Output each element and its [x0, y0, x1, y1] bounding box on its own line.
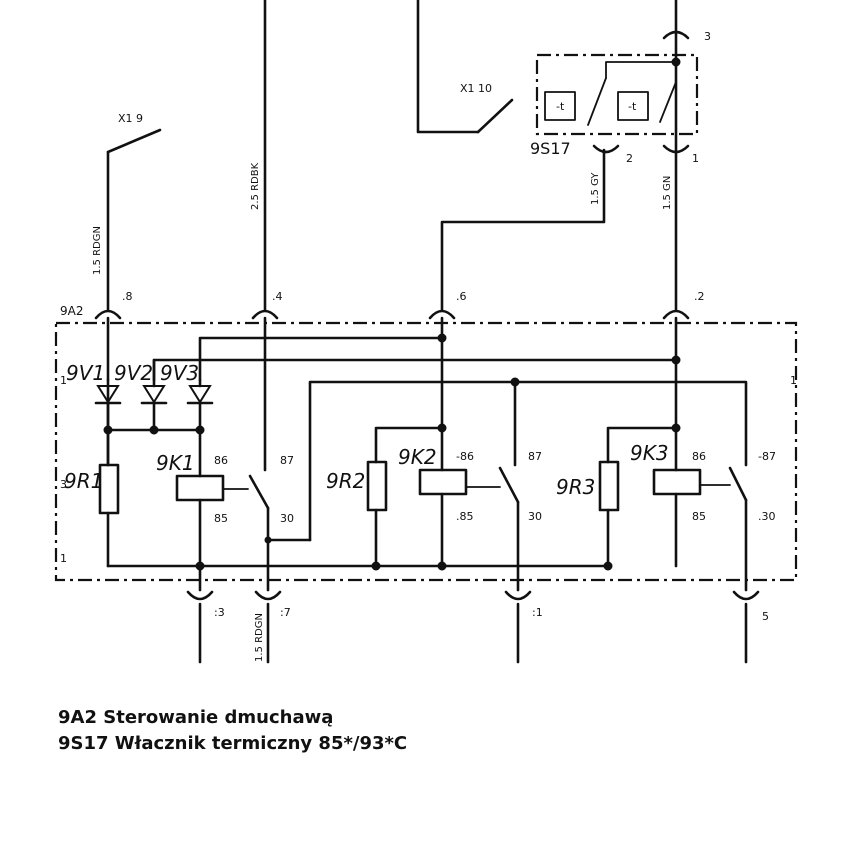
- switch-upper-left: [106, 128, 162, 154]
- junction-b3: [437, 561, 447, 571]
- connector-cup-p6: [428, 309, 456, 320]
- pin-p1: :1: [532, 606, 543, 619]
- junction-k1-30: [264, 536, 272, 544]
- relay-coil-9k1: [175, 474, 225, 502]
- junction-thermal: [671, 57, 681, 67]
- junction-b1: [195, 561, 205, 571]
- thermal-contact-2: [617, 91, 649, 121]
- control-unit-9a2-enclosure: [54, 321, 798, 582]
- relay-k2-contact: [498, 466, 520, 504]
- connector-cup-s1: [662, 144, 690, 154]
- wire-label-rdbk: 2.5 RDBK: [250, 162, 261, 210]
- junction-d2: [149, 425, 159, 435]
- diode-label-9v2: 9V2: [114, 361, 153, 385]
- connector-cup-p2: [662, 309, 690, 320]
- connector-cup-p7: [254, 590, 282, 601]
- k2-pin-86: -86: [456, 450, 474, 463]
- relay-label-9k3: 9K3: [630, 441, 669, 465]
- relay-k1-contact: [248, 474, 270, 510]
- legend-line-2: 9S17 Włacznik termiczny 85*/93*C: [58, 733, 408, 754]
- bus-87-line: [308, 380, 748, 542]
- junction-p2: [671, 355, 681, 365]
- diode-label-9v1: 9V1: [66, 361, 105, 385]
- wire-label-rdgn: 1.5 RDGN: [92, 226, 103, 275]
- relay-coil-9k3: [652, 468, 702, 496]
- k1-pin-85: 85: [214, 512, 228, 525]
- side-mark-left-top: 1: [60, 374, 67, 387]
- thermal-contact-1-mark: -t: [556, 100, 565, 113]
- relay-coil-9k2: [418, 468, 468, 496]
- bus-diode3: [198, 336, 444, 382]
- side-mark-right-top: 1: [790, 374, 797, 387]
- control-unit-label: 9A2: [60, 304, 83, 318]
- k2-pin-87: 87: [528, 450, 542, 463]
- connector-cup-p3: [186, 590, 214, 601]
- k3-pin-87: -87: [758, 450, 776, 463]
- connector-cup-p5: [732, 590, 760, 601]
- k2-pin-85: .85: [456, 510, 474, 523]
- wire-x1-10: [416, 0, 480, 134]
- connector-cup-p8: [94, 309, 122, 320]
- legend-line-1: 9A2 Sterowanie dmuchawą: [58, 707, 334, 728]
- resistor-label-9r2: 9R2: [326, 469, 365, 493]
- diode-label-9v3: 9V3: [160, 361, 199, 385]
- thermal-switch-blade-2: [659, 81, 677, 123]
- k2-pin-30: 30: [528, 510, 542, 523]
- pin-p4: .4: [272, 290, 283, 303]
- wire-r2-top: [374, 426, 444, 464]
- pin-s2: 2: [626, 152, 633, 165]
- junction-87: [510, 377, 520, 387]
- pin-p7: :7: [280, 606, 291, 619]
- k3-pin-86: 86: [692, 450, 706, 463]
- diode-9v3: [186, 378, 214, 432]
- wire-label-gy: 1.5 GY: [590, 172, 601, 205]
- switch-x1-10: [476, 98, 514, 134]
- junction-r3: [671, 423, 681, 433]
- k1-pin-87: 87: [280, 454, 294, 467]
- pin-p8: .8: [122, 290, 133, 303]
- thermal-internal-wire: [605, 61, 677, 79]
- thermal-switch-9s17-enclosure: [535, 53, 699, 136]
- wire-r3-top: [606, 426, 678, 464]
- connector-x1-label: X1 10: [460, 82, 492, 95]
- pin-p5: 5: [762, 610, 769, 623]
- thermal-switch-blade-1: [587, 77, 607, 126]
- wire-label-gn: 1.5 GN: [662, 176, 673, 210]
- k3-pin-85: 85: [692, 510, 706, 523]
- k1-pin-86: 86: [214, 454, 228, 467]
- connector-cup-s2: [592, 144, 620, 154]
- thermal-switch-label: 9S17: [530, 139, 571, 158]
- resistor-label-9r3: 9R3: [556, 475, 595, 499]
- pin-s3: 3: [704, 30, 711, 43]
- relay-label-9k2: 9K2: [398, 445, 437, 469]
- junction-r2: [437, 423, 447, 433]
- wire-pin-6: [440, 148, 606, 312]
- junction-b4: [603, 561, 613, 571]
- resistor-9r3: [598, 460, 620, 512]
- k1-pin-30: 30: [280, 512, 294, 525]
- junction-p6: [437, 333, 447, 343]
- k3-pin-30: .30: [758, 510, 776, 523]
- upper-left-label: X1 9: [118, 112, 143, 125]
- junction-b2: [371, 561, 381, 571]
- pin-p3: :3: [214, 606, 225, 619]
- pin-p2: .2: [694, 290, 705, 303]
- wire-label-rdgn-bottom: 1.5 RDGN: [254, 613, 265, 662]
- bus-diode2: [152, 358, 678, 382]
- relay-label-9k1: 9K1: [156, 451, 195, 475]
- thermal-contact-1: [544, 91, 576, 121]
- pin-p6: .6: [456, 290, 467, 303]
- connector-cup-p4: [251, 309, 279, 320]
- connector-cup-top: [662, 30, 690, 40]
- relay-k3-contact: [728, 466, 748, 502]
- side-mark-left-bot: 1: [60, 552, 67, 565]
- connector-cup-p1: [504, 590, 532, 601]
- thermal-contact-2-mark: -t: [628, 100, 637, 113]
- pin-s1: 1: [692, 152, 699, 165]
- resistor-9r2: [366, 460, 388, 512]
- resistor-label-9r1: 9R1: [64, 469, 103, 493]
- side-mark-left-mid: 3: [60, 478, 67, 491]
